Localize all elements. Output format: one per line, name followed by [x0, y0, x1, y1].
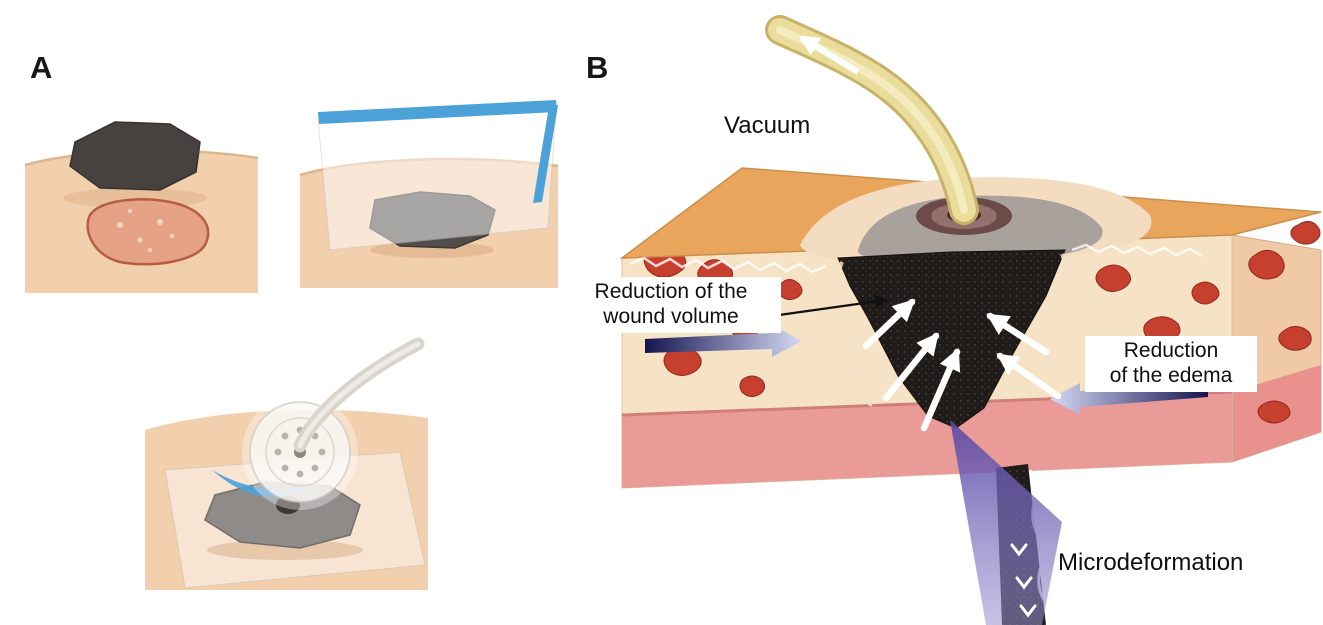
- film-blue-strip-top: [318, 100, 557, 124]
- wound-volume-label-line2: wound volume: [603, 304, 739, 328]
- microdeformation-arrows: [1010, 543, 1037, 618]
- suction-disc-inner-ring: [265, 417, 335, 487]
- open-wound: [86, 198, 210, 266]
- epidermis-zigzag-left: [629, 256, 827, 274]
- film-blue-strip-right: [533, 105, 558, 203]
- wound-foam: [837, 249, 1066, 429]
- foam-sponge: [69, 121, 201, 191]
- transparent-film: [317, 107, 557, 251]
- microdeformation-zone: [950, 420, 1062, 625]
- panel-a-letter: A: [30, 50, 54, 85]
- wound-granulation-dots: [117, 209, 175, 252]
- panel-a-step3-suction-pad: [145, 337, 428, 590]
- contraction-arrows: [862, 298, 1062, 432]
- wound-edge-right: [1029, 253, 1067, 395]
- foam-shadow: [207, 540, 363, 560]
- edema-label-line1: Reduction: [1123, 339, 1219, 362]
- microdeformation-wedge: [950, 420, 1062, 625]
- epidermis-zigzag-right: [1071, 243, 1203, 258]
- label-pointer-arrow: [771, 294, 889, 318]
- panel-a-step1-foam-and-wound: [24, 121, 259, 293]
- edema-arrow-left: [645, 325, 802, 357]
- edema-label-line2: of the edema: [1109, 363, 1233, 387]
- vacuum-tube: [765, 15, 979, 225]
- panel-a-step2-film-dressing: [299, 100, 559, 288]
- wound-volume-label-line1: Reduction of the: [594, 280, 748, 303]
- panel-b-letter: B: [586, 50, 610, 85]
- wound-edge-left: [837, 261, 873, 407]
- microdeformation-label: Microdeformation: [1058, 549, 1244, 576]
- suction-tubing-highlight: [297, 341, 421, 449]
- vacuum-flow-arrow: [798, 35, 860, 75]
- edema-label: Reduction of the edema: [1085, 336, 1257, 392]
- front-face-dermis-pink: [622, 392, 1232, 488]
- vacuum-label: Vacuum: [724, 112, 811, 139]
- wound-volume-label: Reduction of the wound volume: [561, 277, 781, 333]
